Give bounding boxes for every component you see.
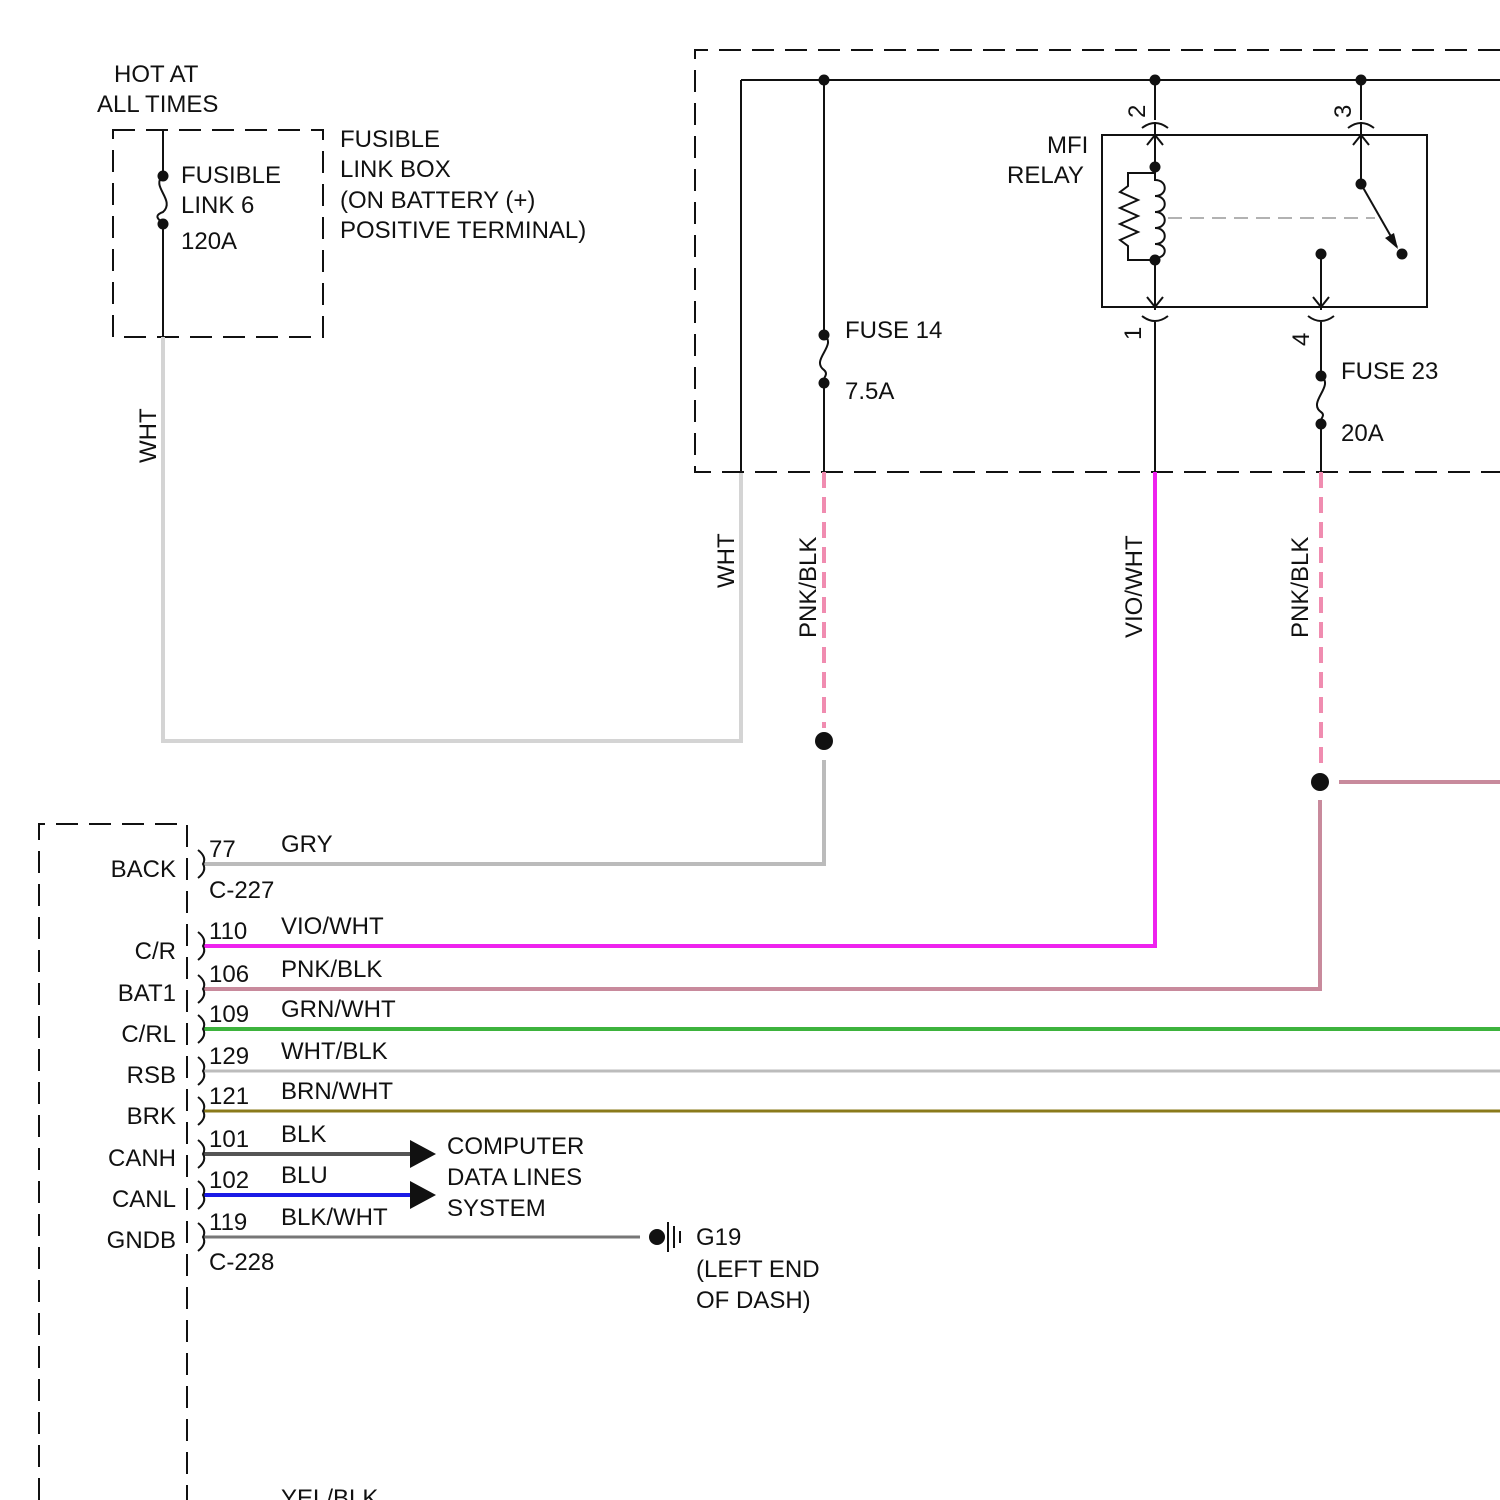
wire-color-gndb: BLK/WHT [281,1204,388,1231]
module-terminal-c-rl: C/RL [121,1021,176,1048]
ground-location-line1: (LEFT END [696,1256,820,1283]
fuse14-symbol [820,335,828,383]
ground-terminal-icon [649,1229,665,1245]
fusible-link-label-line2: LINK 6 [181,192,254,219]
connector-cavity-c-rl [198,1015,204,1043]
can-high-arrow [410,1140,436,1168]
pin-number-brk: 121 [209,1083,249,1110]
relay-pin1-arrow [1147,260,1163,310]
computer-data-lines-line2: DATA LINES [447,1164,582,1191]
wire-color-back: GRY [281,831,333,858]
ground-name: G19 [696,1224,741,1251]
module-terminal-back: BACK [111,856,176,883]
module-terminal-rsb: RSB [127,1062,176,1089]
relay-switch-arrowhead [1385,233,1398,249]
wht-wire-label-right: WHT [713,533,740,588]
hot-at-all-times-line1: HOT AT [114,61,199,88]
pin-number-canh: 101 [209,1126,249,1153]
splice-fuse14 [815,732,833,750]
connector-cavity-brk [198,1097,204,1125]
connector-cavity-bat1 [198,975,204,1003]
pnk-blk-wire-fuse23-label: PNK/BLK [1287,537,1314,638]
relay-pin4-arrow [1313,254,1329,310]
relay-pin4-connector [1308,316,1334,321]
module-terminal-canh: CANH [108,1145,176,1172]
relay-pin2-label: 2 [1124,105,1151,118]
relay-switch-contact [1397,249,1408,260]
pin-number-c-rl: 109 [209,1001,249,1028]
ground-g19: G19 (LEFT END OF DASH) [649,1222,820,1314]
fusible-link-box-label-line1: FUSIBLE [340,126,440,153]
module-terminal-bat1: BAT1 [118,980,176,1007]
wire-color-bat1: PNK/BLK [281,956,382,983]
relay-coil [1155,167,1165,260]
can-low-arrow [410,1181,436,1209]
connector-c227-label: C-227 [209,877,274,904]
pin-number-canl: 102 [209,1167,249,1194]
connector-cavity-canh [198,1140,204,1168]
fusible-link-box: HOT AT ALL TIMES FUSIBLE LINK 6 120A FUS… [97,61,586,337]
relay-pin1-connector [1142,316,1168,321]
relay-pin3-arrow [1353,122,1369,184]
pnk-blk-wire-fuse14-label: PNK/BLK [795,537,822,638]
fuse-block-frame [695,50,1500,472]
pin-number-back: 77 [209,836,236,863]
fusible-link-box-label-line4: POSITIVE TERMINAL) [340,217,586,244]
fuse14-rating: 7.5A [845,378,894,405]
fuse14-label: FUSE 14 [845,317,942,344]
connector-cavity-back [198,850,204,878]
module: C-227 C-228 BACK 77 GRY C/R 110 VIO/WHT BAT1 10… [39,824,396,1500]
fuse23-rating: 20A [1341,420,1384,447]
mfi-relay-box [1102,135,1427,307]
fuse23-label: FUSE 23 [1341,358,1438,385]
pin-number-rsb: 129 [209,1043,249,1070]
wire-color-rsb: WHT/BLK [281,1038,388,1065]
connector-cavity-c-r [198,932,204,960]
relay-resistor [1120,173,1155,260]
fusible-link-label-line1: FUSIBLE [181,162,281,189]
wire-color-canl: BLU [281,1162,328,1189]
wht-wire-label-left: WHT [135,408,162,463]
relay-pin3-label: 3 [1330,105,1357,118]
fuse-block: FUSE 14 7.5A MFI RELAY 2 1 3 [695,50,1500,472]
wire-color-c-r: VIO/WHT [281,913,384,940]
vio-wht-wire [204,472,1155,946]
relay-pin1-label: 1 [1120,327,1147,340]
fusible-link-box-label-line2: LINK BOX [340,156,451,183]
splice-fuse23 [1311,773,1329,791]
computer-data-lines-line1: COMPUTER [447,1133,584,1160]
connector-c228-label: C-228 [209,1249,274,1276]
module-terminal-c-r: C/R [135,938,176,965]
wire-color-canh: BLK [281,1121,326,1148]
pin-number-c-r: 110 [209,918,247,945]
module-terminal-brk: BRK [127,1103,176,1130]
fuse23-symbol [1317,376,1325,424]
module-terminal-canl: CANL [112,1186,176,1213]
pin-number-gndb: 119 [209,1209,247,1236]
connector-cavity-rsb [198,1057,204,1085]
mfi-relay-label-line1: MFI [1047,132,1088,159]
relay-pin4-label: 4 [1288,333,1315,346]
ground-location-line2: OF DASH) [696,1287,811,1314]
pin-number-bat1: 106 [209,961,249,988]
vio-wht-wire-label: VIO/WHT [1121,535,1148,638]
partial-wire-label: YEL/BLK [281,1485,378,1500]
computer-data-lines-line3: SYSTEM [447,1195,546,1222]
fusible-link-rating: 120A [181,228,237,255]
mfi-relay-label-line2: RELAY [1007,162,1084,189]
fusible-link-symbol [157,176,166,224]
connector-cavity-canl [198,1181,204,1209]
fusible-link-box-label-line3: (ON BATTERY (+) [340,187,535,214]
connector-cavity-gndb [198,1223,204,1251]
module-pin-row-back: BACK 77 GRY [111,831,333,883]
hot-at-all-times-line2: ALL TIMES [97,91,218,118]
wht-wire [163,337,741,741]
wire-color-brk: BRN/WHT [281,1078,393,1105]
relay-pin2-arrow [1147,122,1163,167]
module-terminal-gndb: GNDB [107,1227,176,1254]
wire-color-c-rl: GRN/WHT [281,996,396,1023]
